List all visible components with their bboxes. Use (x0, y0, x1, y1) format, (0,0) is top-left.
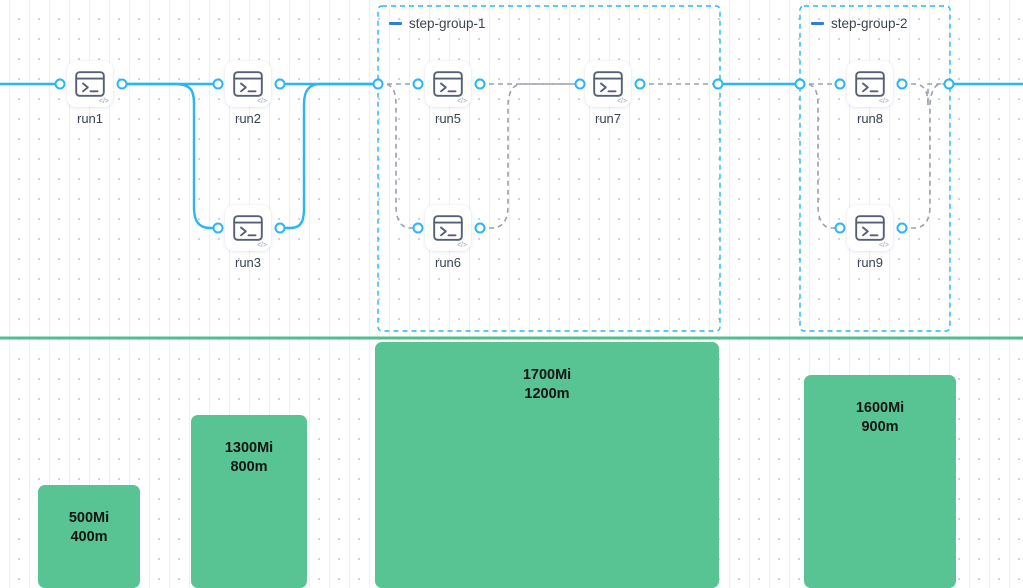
port-run5-in[interactable] (412, 78, 424, 90)
port-run8-in[interactable] (834, 78, 846, 90)
resource-bar-label: 1300Mi 800m (224, 440, 274, 475)
port-run7-in[interactable] (574, 78, 586, 90)
resource-bar-bar-4[interactable]: 1600Mi 900m (804, 375, 956, 588)
edge-e-run8-out[interactable] (902, 83, 949, 107)
port-run6-out[interactable] (474, 222, 486, 234)
resource-bar-bar-3[interactable]: 1700Mi 1200m (375, 342, 719, 588)
node-card[interactable]: </> (425, 205, 471, 251)
node-card[interactable]: </> (67, 61, 113, 107)
code-badge-icon[interactable]: </> (456, 98, 467, 105)
port-run9-in[interactable] (834, 222, 846, 234)
group-title-label: step-group-1 (409, 16, 486, 31)
port-step-group-1-in[interactable] (372, 78, 384, 90)
code-badge-icon[interactable]: </> (616, 98, 627, 105)
code-badge-icon[interactable]: </> (256, 98, 267, 105)
edge-e-g1-run6[interactable] (378, 83, 418, 229)
port-run5-out[interactable] (474, 78, 486, 90)
port-run1-in[interactable] (54, 78, 66, 90)
port-run2-in[interactable] (212, 78, 224, 90)
node-run5[interactable]: </> run5 (425, 61, 471, 126)
node-label: run8 (856, 111, 884, 126)
node-run2[interactable]: </> run2 (225, 61, 271, 126)
terminal-icon (75, 71, 105, 97)
node-label: run1 (76, 111, 104, 126)
group-title-label: step-group-2 (831, 16, 908, 31)
port-run9-out[interactable] (896, 222, 908, 234)
resource-bar-bar-1[interactable]: 500Mi 400m (38, 485, 140, 588)
terminal-icon (433, 71, 463, 97)
terminal-icon (233, 215, 263, 241)
resource-bar-label: 500Mi 400m (68, 510, 110, 545)
terminal-icon (593, 71, 623, 97)
node-run8[interactable]: </> run8 (847, 61, 893, 126)
minus-icon[interactable] (389, 22, 402, 25)
node-card[interactable]: </> (847, 205, 893, 251)
node-label: run2 (234, 111, 262, 126)
node-run3[interactable]: </> run3 (225, 205, 271, 270)
edge-e-run6-run7[interactable] (480, 83, 580, 229)
edge-e-run9-out[interactable] (902, 83, 949, 229)
node-card[interactable]: </> (225, 205, 271, 251)
port-run3-in[interactable] (212, 222, 224, 234)
group-box-step-group-1[interactable] (377, 5, 721, 332)
port-step-group-1-out[interactable] (712, 78, 724, 90)
code-badge-icon[interactable]: </> (878, 242, 889, 249)
terminal-icon (433, 215, 463, 241)
node-run6[interactable]: </> run6 (425, 205, 471, 270)
code-badge-icon[interactable]: </> (878, 98, 889, 105)
minus-icon[interactable] (811, 22, 824, 25)
node-label: run3 (234, 255, 262, 270)
port-run3-out[interactable] (274, 222, 286, 234)
code-badge-icon[interactable]: </> (98, 98, 109, 105)
resource-bar-bar-2[interactable]: 1300Mi 800m (191, 415, 307, 588)
resource-bar-label: 1700Mi 1200m (522, 367, 572, 402)
edge-e-run1-run3[interactable] (122, 82, 218, 230)
group-box-step-group-2[interactable] (799, 5, 951, 332)
port-run8-out[interactable] (896, 78, 908, 90)
edge-e-g2-run9[interactable] (800, 83, 840, 229)
edge-e-run3-out[interactable] (280, 82, 378, 230)
terminal-icon (855, 215, 885, 241)
port-step-group-2-out[interactable] (943, 78, 955, 90)
group-header-step-group-2[interactable]: step-group-2 (811, 16, 908, 31)
port-run1-out[interactable] (116, 78, 128, 90)
group-header-step-group-1[interactable]: step-group-1 (389, 16, 486, 31)
node-run1[interactable]: </> run1 (67, 61, 113, 126)
node-card[interactable]: </> (225, 61, 271, 107)
port-run2-out[interactable] (274, 78, 286, 90)
port-run6-in[interactable] (412, 222, 424, 234)
node-run7[interactable]: </> run7 (585, 61, 631, 126)
node-label: run6 (434, 255, 462, 270)
terminal-icon (855, 71, 885, 97)
code-badge-icon[interactable]: </> (256, 242, 267, 249)
node-card[interactable]: </> (425, 61, 471, 107)
resource-bar-label: 1600Mi 900m (855, 400, 905, 435)
terminal-icon (233, 71, 263, 97)
node-label: run5 (434, 111, 462, 126)
code-badge-icon[interactable]: </> (456, 242, 467, 249)
node-card[interactable]: </> (585, 61, 631, 107)
node-card[interactable]: </> (847, 61, 893, 107)
node-label: run7 (594, 111, 622, 126)
node-run9[interactable]: </> run9 (847, 205, 893, 270)
node-label: run9 (856, 255, 884, 270)
port-step-group-2-in[interactable] (794, 78, 806, 90)
port-run7-out[interactable] (634, 78, 646, 90)
